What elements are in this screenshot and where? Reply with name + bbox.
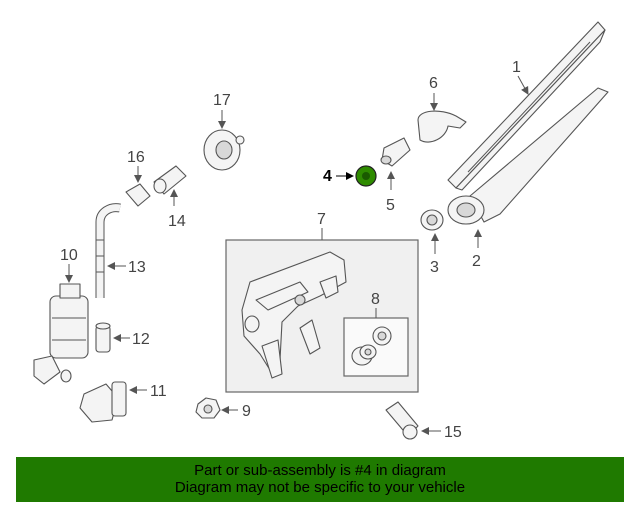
callout-7: 7 bbox=[317, 211, 326, 228]
callout-6: 6 bbox=[429, 75, 438, 92]
part-8-grommets[interactable] bbox=[351, 326, 392, 366]
part-7-wiper-motor[interactable] bbox=[241, 251, 347, 379]
part-14-connector[interactable] bbox=[153, 165, 187, 195]
part-10-washer-pump[interactable] bbox=[33, 283, 89, 385]
part-2-wiper-arm[interactable] bbox=[447, 87, 609, 225]
callout-14: 14 bbox=[168, 213, 186, 230]
callout-5: 5 bbox=[386, 197, 395, 214]
part-12-seal[interactable] bbox=[95, 322, 111, 353]
callout-17: 17 bbox=[213, 92, 231, 109]
callout-4: 4 bbox=[323, 168, 332, 185]
parts-diagram: 1 2 3 4 5 6 7 bbox=[33, 21, 609, 441]
callout-8: 8 bbox=[371, 291, 380, 308]
part-15-nozzle[interactable] bbox=[385, 401, 419, 440]
part-6-cover[interactable] bbox=[417, 110, 467, 143]
callout-15: 15 bbox=[444, 424, 462, 441]
callout-13: 13 bbox=[128, 259, 146, 276]
callout-12: 12 bbox=[132, 331, 150, 348]
part-13-hose[interactable] bbox=[95, 203, 121, 298]
part-17-grommet[interactable] bbox=[203, 129, 245, 171]
callout-11: 11 bbox=[150, 383, 167, 400]
part-5-cap[interactable] bbox=[380, 137, 411, 167]
part-8-kit-box bbox=[343, 317, 409, 377]
callout-3: 3 bbox=[430, 259, 439, 276]
callout-1: 1 bbox=[512, 59, 521, 76]
callout-9: 9 bbox=[242, 403, 251, 420]
part-11-motor[interactable] bbox=[79, 381, 127, 423]
banner-line-1: Part or sub-assembly is #4 in diagram bbox=[194, 462, 446, 479]
part-3-cap[interactable] bbox=[420, 209, 444, 231]
part-16-clip[interactable] bbox=[125, 183, 151, 207]
callout-2: 2 bbox=[472, 253, 481, 270]
part-1-wiper-blade[interactable] bbox=[447, 21, 606, 191]
part-4-nut[interactable] bbox=[355, 165, 377, 187]
callout-16: 16 bbox=[127, 149, 145, 166]
part-9-nut[interactable] bbox=[195, 397, 221, 419]
info-banner: Part or sub-assembly is #4 in diagram Di… bbox=[16, 457, 624, 502]
banner-line-2: Diagram may not be specific to your vehi… bbox=[174, 479, 466, 496]
callout-10: 10 bbox=[60, 247, 78, 264]
